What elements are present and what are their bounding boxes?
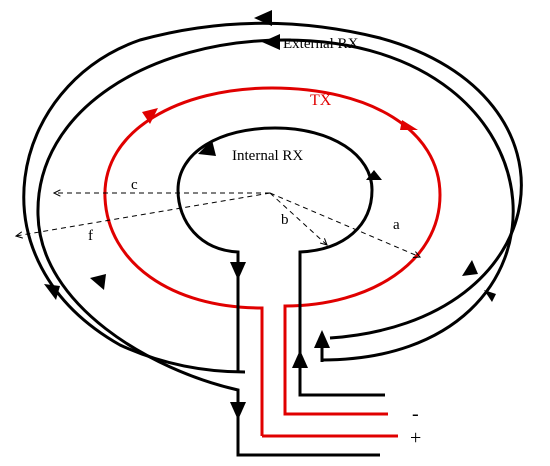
external-rx-label: External RX (283, 36, 359, 52)
tx-arrow-left-icon (142, 108, 158, 124)
tx-arrow-right-icon (400, 120, 418, 130)
radius-a-label: a (393, 217, 400, 233)
radius-a-line (269, 192, 420, 257)
external-rx-inner-turn (36, 38, 515, 457)
external-rx-arrow-left-inner-icon (90, 274, 106, 290)
internal-rx-coil (176, 126, 385, 397)
external-rx-arrow-top-icon (254, 10, 272, 26)
external-rx-arrow-upper-icon (262, 34, 280, 50)
external-rx-outer-turn (22, 21, 523, 374)
terminal-minus-label: - (412, 403, 419, 425)
external-rx-arrow-down-left-icon (230, 402, 246, 420)
internal-rx-arrow-down-left-icon (230, 262, 246, 280)
external-rx-arrow-right-inner-icon (462, 260, 478, 276)
internal-rx-arrow-up-right-icon (292, 350, 308, 368)
internal-rx-label: Internal RX (232, 148, 303, 164)
radius-b-line (269, 192, 327, 245)
radius-f-line (16, 192, 271, 236)
terminal-plus-label: + (410, 427, 421, 449)
radius-f-label: f (88, 228, 93, 244)
external-rx-arrow-right-outer-icon (484, 290, 496, 302)
internal-rx-arrow-top-icon (198, 140, 216, 156)
external-rx-arrow-left-outer-icon (44, 284, 60, 300)
internal-rx-arrow-right-icon (366, 170, 382, 180)
tx-coil (103, 86, 442, 436)
radius-c-label: c (131, 177, 138, 193)
tx-label: TX (310, 92, 332, 109)
radius-b-label: b (281, 212, 289, 228)
external-rx-arrow-connector-icon (314, 330, 330, 348)
